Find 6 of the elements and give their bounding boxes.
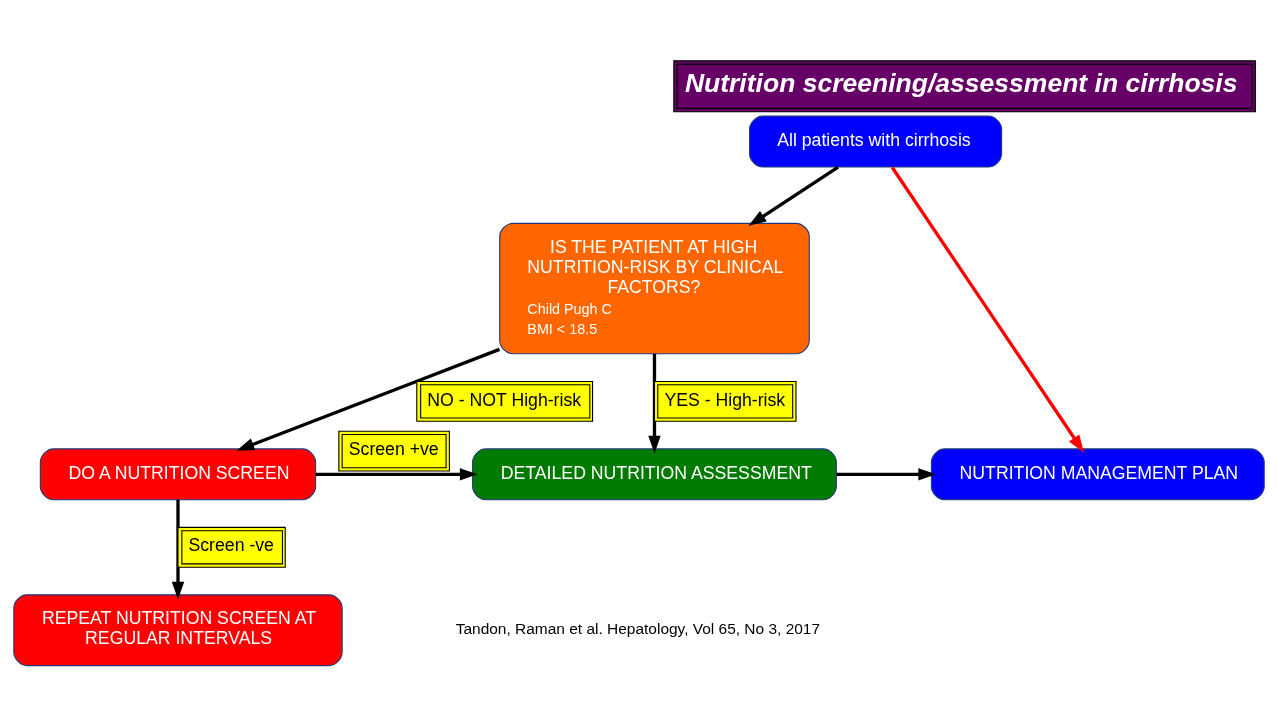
edge-label: Screen +ve bbox=[348, 439, 439, 460]
label: Tandon, Raman et al. Hepatology, Vol 65, No 3, 2017 bbox=[455, 620, 820, 638]
edge-label: NO - NOT High-risk bbox=[426, 389, 581, 410]
edge-label: YES - High-risk bbox=[663, 389, 785, 410]
edge-label: Screen -ve bbox=[187, 535, 274, 556]
diagram-title: Nutrition screening/assessment in cirrhosis bbox=[684, 68, 1237, 99]
